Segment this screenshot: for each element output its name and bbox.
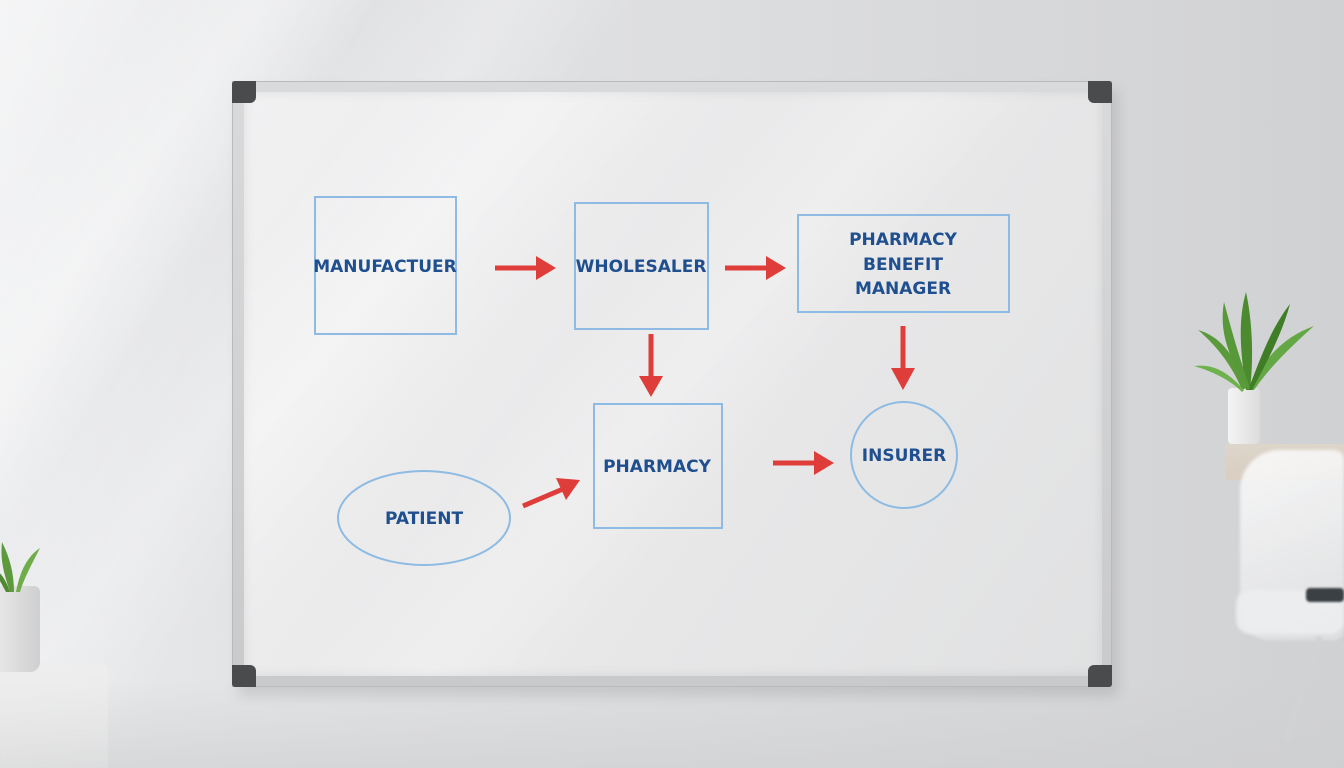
whiteboard-corner-bottom-right <box>1088 665 1112 687</box>
plant-pot-left <box>0 586 40 672</box>
arrow-wholesaler-to-pharmacy <box>639 334 663 397</box>
node-pbm-label-line-1: PHARMACY <box>849 230 957 250</box>
potted-plant-icon <box>0 542 40 592</box>
node-patient: PATIENT <box>337 470 511 566</box>
node-pbm-label-line-2: BENEFIT <box>863 255 943 275</box>
office-chair-armrest <box>1306 588 1344 602</box>
potted-plant-icon <box>1194 292 1314 392</box>
node-pharmacy-box <box>593 403 723 529</box>
arrow-manufacturer-to-wholesaler <box>495 256 556 280</box>
node-pbm-box <box>797 214 1010 313</box>
node-wholesaler-label: WHOLESALER <box>576 257 707 277</box>
arrow-wholesaler-to-pbm <box>725 256 786 280</box>
node-pharmacy: PHARMACY <box>593 403 723 529</box>
whiteboard-surface <box>244 92 1102 676</box>
node-patient-ellipse <box>337 470 511 566</box>
whiteboard-glare <box>244 92 1102 676</box>
node-pbm: PHARMACY BENEFIT MANAGER <box>797 214 1010 313</box>
floor-shadow <box>0 680 1344 768</box>
node-wholesaler: WHOLESALER <box>574 202 709 330</box>
whiteboard-corner-top-right <box>1088 81 1112 103</box>
node-insurer-circle <box>850 401 958 509</box>
node-wholesaler-box <box>574 202 709 330</box>
node-patient-label: PATIENT <box>385 509 463 529</box>
whiteboard-corner-bottom-left <box>232 665 256 687</box>
plant-pot-right <box>1228 388 1260 444</box>
arrow-patient-to-pharmacy <box>522 478 580 509</box>
node-pharmacy-label: PHARMACY <box>603 457 711 477</box>
node-manufacturer: MANUFACTUER <box>313 196 457 335</box>
node-insurer: INSURER <box>850 401 958 509</box>
node-manufacturer-label: MANUFACTUER <box>313 257 457 277</box>
arrow-pbm-to-insurer <box>891 326 915 390</box>
node-insurer-label: INSURER <box>862 446 946 466</box>
node-pbm-label-line-3: MANAGER <box>855 279 951 299</box>
arrow-pharmacy-to-insurer <box>773 451 834 475</box>
side-table-left <box>0 664 108 768</box>
node-manufacturer-box <box>314 196 457 335</box>
whiteboard-corner-top-left <box>232 81 256 103</box>
